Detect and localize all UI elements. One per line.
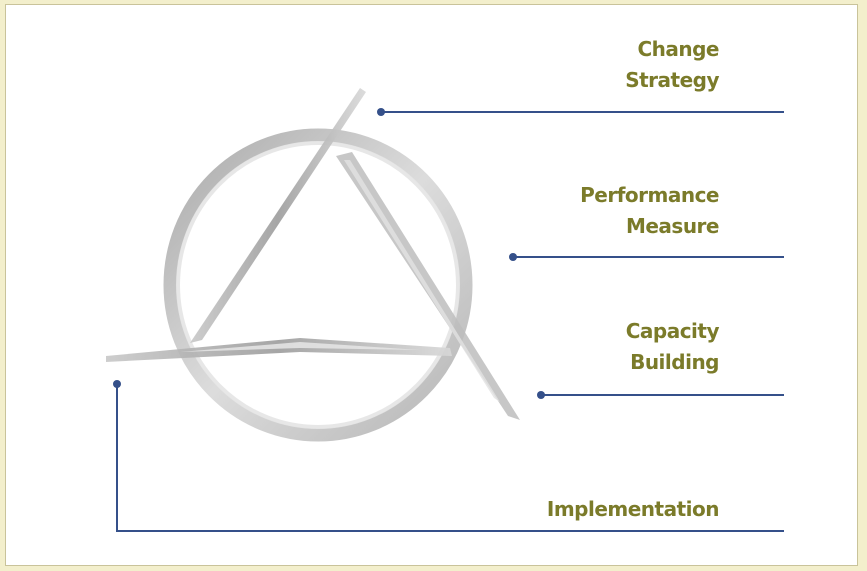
triangle-stroke-base — [106, 338, 452, 362]
connector-performance-measure — [509, 253, 784, 261]
symbol-ring — [163, 128, 473, 442]
label-capacity-building: Capacity Building — [625, 316, 720, 378]
label-line: Strategy — [625, 68, 719, 92]
label-line: Implementation — [546, 497, 720, 521]
connector-implementation — [113, 380, 784, 532]
triangle-stroke-right-highlight — [344, 160, 500, 402]
label-line: Measure — [625, 214, 720, 238]
triangle-in-circle-icon — [106, 88, 520, 442]
triangle-stroke-left — [190, 88, 366, 343]
label-performance-measure: Performance Measure — [580, 180, 719, 242]
symbol-ring-inner — [176, 141, 460, 429]
label-implementation: Implementation — [546, 494, 720, 525]
label-change-strategy: Change Strategy — [625, 34, 719, 96]
connector-capacity-building — [537, 391, 784, 399]
connector-change-strategy — [377, 108, 784, 116]
label-line: Building — [630, 350, 719, 374]
label-line: Performance — [580, 183, 719, 207]
label-line: Capacity — [625, 319, 720, 343]
label-line: Change — [637, 37, 719, 61]
triangle-stroke-base-highlight — [180, 342, 420, 352]
